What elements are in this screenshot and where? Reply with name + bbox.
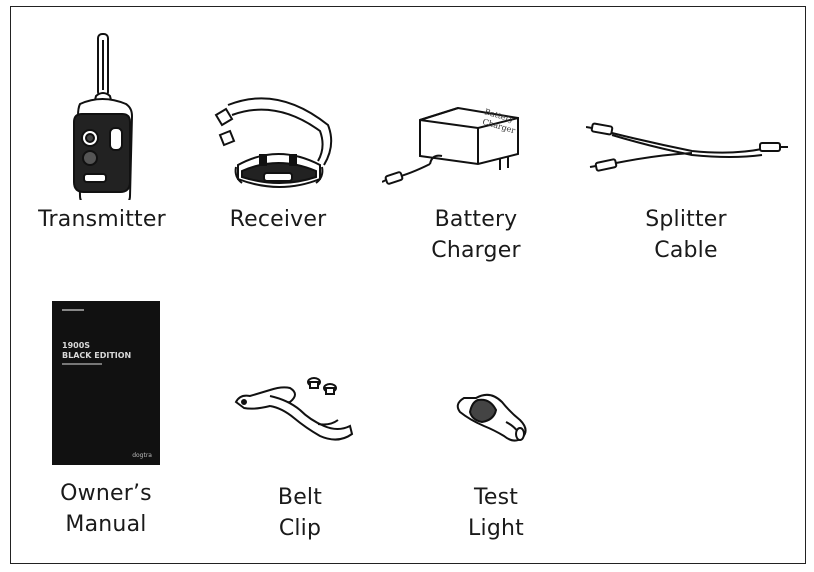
transmitter-illustration <box>73 33 134 200</box>
receiver-illustration <box>214 97 333 188</box>
owners-manual-label: Owner’s Manual <box>60 481 152 537</box>
splitter-cable-label: Splitter Cable <box>645 207 727 263</box>
test-light-label: Test Light <box>468 485 524 541</box>
test-light-illustration <box>456 393 527 442</box>
manual-cover-brand: dogtra <box>132 452 152 459</box>
transmitter-label: Transmitter <box>38 207 166 232</box>
battery-charger-illustration: Battery Charger <box>382 106 519 185</box>
belt-clip-label: Belt Clip <box>277 485 323 541</box>
battery-charger-label: Battery Charger <box>431 207 521 263</box>
manual-cover-subtitle: BLACK EDITION <box>62 351 132 360</box>
splitter-cable-illustration <box>586 122 788 172</box>
manual-cover-title: 1900S <box>62 341 91 350</box>
belt-clip-illustration <box>234 377 354 441</box>
receiver-label: Receiver <box>229 207 327 232</box>
owners-manual-cover: 1900S BLACK EDITION dogtra <box>52 301 160 465</box>
contents-frame <box>10 6 806 564</box>
